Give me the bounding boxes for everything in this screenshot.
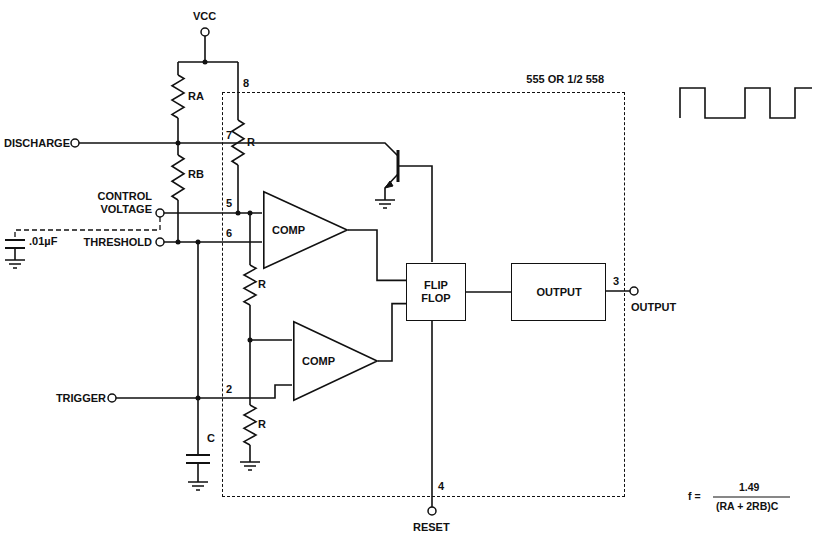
comparator: COMP [263,191,348,269]
capacitor-symbol [5,240,210,463]
pin-number: 6 [226,227,232,240]
wire [116,385,292,398]
block-name: OUTPUT [537,286,581,299]
output-stage: OUTPUT [511,263,606,321]
junction-dot [176,141,181,146]
terminal [156,238,164,246]
part-label: RB [188,168,204,181]
capacitor-symbol [186,455,210,463]
wire [398,166,432,262]
signal-line [348,230,406,280]
ground-symbol [5,200,395,490]
wire [178,36,238,242]
resistor-symbol [244,405,256,445]
ground-symbol [5,260,25,268]
ground-symbol [240,462,260,470]
pin-number: 7 [226,129,232,142]
formula: (RA + 2RB)C [716,500,778,513]
pin-number: 8 [243,77,249,90]
supply-name: VCC [193,10,216,23]
block-name: COMP [272,224,305,237]
chip-outline: 555 OR 1/2 558COMPCOMPFLIP FLOPOUTPUT [222,92,625,497]
comparator-outline [294,322,377,400]
resistor-symbol [244,265,256,305]
junction-dot [248,338,253,343]
junction-dot [196,396,201,401]
pin-name: TRIGGER [30,392,106,405]
wire [14,248,16,260]
transistor-symbol [397,150,400,182]
junction-dot [248,211,253,216]
part-label: R [258,418,266,431]
block-name: FLIP FLOP [414,279,458,305]
transistor-symbol [385,181,393,188]
terminal [428,507,436,515]
resistor-symbol [172,75,184,118]
terminal [71,28,638,515]
comparator-outline [264,192,347,268]
terminal [630,287,638,295]
pin-name: RESET [413,521,450,534]
wire [385,174,398,200]
resistor-symbol [232,120,244,165]
resistor-symbol [172,75,256,445]
terminal [71,139,79,147]
terminal [201,28,209,36]
pin-number: 3 [613,275,619,288]
formula: f = [688,490,701,503]
square-wave [680,88,812,118]
junction-dot [236,211,241,216]
wire [15,36,630,507]
ground-symbol [188,482,208,490]
fraction-bar [713,496,790,497]
junction-dot [203,60,208,65]
resistor-symbol [172,155,184,200]
pin-name: DISCHARGE [4,137,70,150]
junction-dot [196,240,201,245]
pin-number: 5 [226,197,232,210]
terminal [108,394,116,402]
pin-number: 4 [438,480,444,493]
wire [164,213,262,242]
pin-name: OUTPUT [631,301,676,314]
ground-symbol [375,200,395,208]
square-wave [680,88,812,118]
signal-line [466,291,511,293]
junction-dot [176,240,181,245]
part-label: RA [188,90,204,103]
wire [197,242,199,482]
part-label: C [207,432,215,445]
flip-flop: FLIP FLOP [406,263,466,321]
part-label: R [258,278,266,291]
wire [432,291,630,507]
terminal [156,209,164,217]
pin-number: 2 [226,383,232,396]
pin-name: THRESHOLD [60,236,152,249]
block-name: COMP [302,355,335,368]
junction-dot [176,60,253,401]
chip-heading: 555 OR 1/2 558 [524,73,606,86]
signal-line [378,304,406,361]
capacitor-symbol [5,240,25,248]
transistor-symbol [385,150,398,188]
comparator: COMP [293,321,378,401]
formula: 1.49 [739,481,759,494]
part-label: .01µF [29,235,57,248]
part-label: R [247,136,255,149]
pin-name: CONTROL VOLTAGE [60,190,152,216]
fraction-bar [713,496,790,497]
